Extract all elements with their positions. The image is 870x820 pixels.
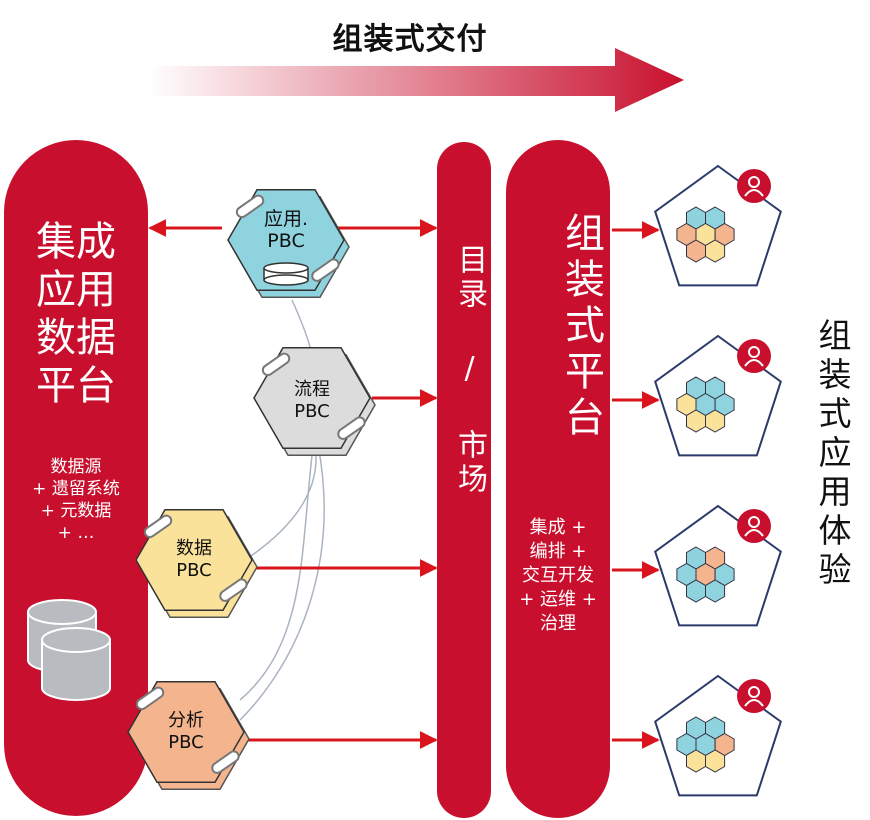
left-title-line: 数据 <box>36 315 116 361</box>
database-icon <box>263 262 309 286</box>
user-icon <box>737 169 771 203</box>
plug-icon <box>261 352 291 377</box>
platform-note: 集成 + <box>529 517 587 538</box>
pbc-line2: PBC <box>176 560 212 581</box>
pbc-data-hexagon <box>135 509 258 618</box>
platform-note: 编排 + <box>529 541 587 562</box>
left-title-line: 集成 <box>36 219 116 265</box>
left-note: + 遗留系统 <box>32 479 120 499</box>
flow-arrows <box>148 219 660 749</box>
hexagon-cluster-icon <box>676 376 735 433</box>
pbc-label-app: 应用. PBC <box>246 208 326 252</box>
pbc-analysis-hexagon <box>127 681 250 790</box>
user-icon <box>737 509 771 543</box>
plug-icon <box>219 578 248 602</box>
platform-note: 治理 <box>540 613 576 634</box>
left-note: + … <box>57 523 95 543</box>
experience-pentagon <box>654 674 782 797</box>
experience-pentagon <box>654 164 782 287</box>
plug-icon <box>337 416 366 440</box>
catalog-label: 目录 / 市场 <box>452 244 487 497</box>
plug-icon <box>311 258 340 282</box>
experience-label: 组装式应用体验 <box>813 318 852 591</box>
pbc-line1: 应用. <box>263 208 309 230</box>
pbc-line2: PBC <box>168 732 204 753</box>
plug-icon <box>235 194 265 219</box>
pbc-label-data: 数据 PBC <box>154 538 234 582</box>
catalog-pill <box>437 142 491 818</box>
page-title: 组装式交付 <box>332 22 488 57</box>
hexagon-cluster-icon <box>676 716 735 773</box>
platform-notes: 集成 + 编排 + 交互开发 + 运维 + 治理 <box>506 516 610 636</box>
left-panel-notes: 数据源 + 遗留系统 + 元数据 + … <box>4 456 148 544</box>
left-title-line: 平台 <box>36 363 116 409</box>
experience-pentagon <box>654 504 782 627</box>
pbc-label-analysis: 分析 PBC <box>146 710 226 754</box>
pbc-line1: 流程 <box>294 379 330 400</box>
left-title-line: 应用 <box>36 267 116 313</box>
pbc-app-hexagon <box>227 189 350 298</box>
pbc-line1: 分析 <box>168 710 204 731</box>
left-note: 数据源 <box>50 457 102 477</box>
pbc-line2: PBC <box>267 230 305 252</box>
platform-note: 交互开发 <box>522 565 594 586</box>
plug-icon <box>211 750 240 774</box>
user-icon <box>737 339 771 373</box>
platform-note: + 运维 + <box>519 589 597 610</box>
delivery-arrow <box>148 48 684 112</box>
hexagon-cluster-icon <box>676 206 735 263</box>
left-note: + 元数据 <box>40 501 112 521</box>
pbc-label-process: 流程 PBC <box>272 379 352 423</box>
platform-title: 组装式平台 <box>558 212 604 442</box>
pbc-line2: PBC <box>294 401 330 422</box>
experience-pentagon <box>654 334 782 457</box>
pbc-line1: 数据 <box>176 538 212 559</box>
composable-platform-pill <box>506 140 610 818</box>
pbc-process-hexagon <box>253 347 376 456</box>
left-panel-title: 集成 应用 数据 平台 <box>4 218 148 410</box>
plug-icon <box>143 514 173 539</box>
hexagon-cluster-icon <box>676 546 735 603</box>
database-icon <box>27 599 111 701</box>
plug-icon <box>135 686 165 711</box>
user-icon <box>737 679 771 713</box>
